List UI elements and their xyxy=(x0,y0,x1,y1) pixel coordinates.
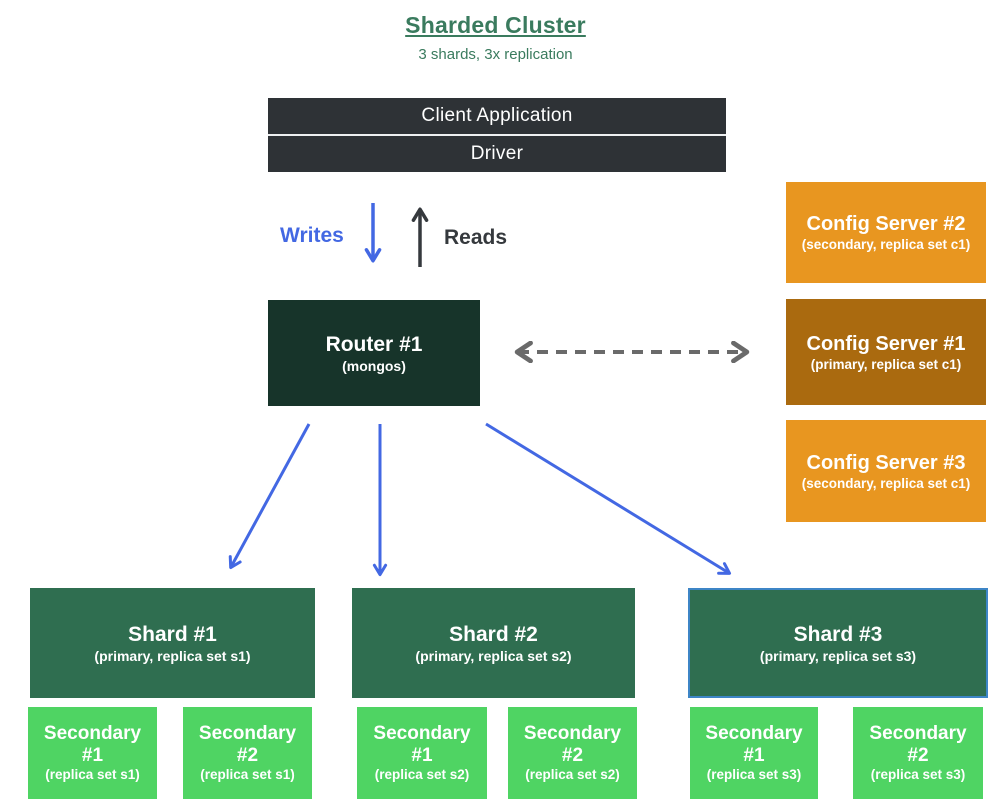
secondary-name: Secondary xyxy=(523,723,622,745)
shard-name: Shard #2 xyxy=(449,622,538,646)
secondary-name: Secondary xyxy=(869,723,967,745)
secondary-detail: (replica set s2) xyxy=(525,767,620,783)
shard-name: Shard #3 xyxy=(793,622,883,646)
router-to-shard-3-arrow xyxy=(485,422,732,575)
shard-3-box: Shard #3 (primary, replica set s3) xyxy=(688,588,988,698)
router-to-shard-1-arrow xyxy=(228,423,311,570)
router-name: Router #1 xyxy=(325,332,423,356)
client-divider xyxy=(268,134,726,136)
config-server-detail: (primary, replica set c1) xyxy=(810,356,962,372)
secondary-s2-1-box: Secondary #1 (replica set s2) xyxy=(357,707,487,799)
secondary-number: #2 xyxy=(561,745,584,767)
secondary-s3-1-box: Secondary #1 (replica set s3) xyxy=(690,707,818,799)
secondary-s1-1-box: Secondary #1 (replica set s1) xyxy=(28,707,157,799)
shard-detail: (primary, replica set s3) xyxy=(759,647,917,664)
secondary-detail: (replica set s3) xyxy=(706,767,802,783)
secondary-detail: (replica set s1) xyxy=(200,767,295,783)
secondary-number: #1 xyxy=(411,745,433,767)
shard-name: Shard #1 xyxy=(128,622,217,646)
shard-2-box: Shard #2 (primary, replica set s2) xyxy=(352,588,635,698)
router-detail: (mongos) xyxy=(342,357,406,374)
shard-1-box: Shard #1 (primary, replica set s1) xyxy=(30,588,315,698)
secondary-number: #1 xyxy=(81,745,104,767)
secondary-detail: (replica set s3) xyxy=(870,767,966,783)
driver-row: Driver xyxy=(470,143,524,164)
client-application-row: Client Application xyxy=(421,105,573,126)
secondary-name: Secondary xyxy=(43,723,142,745)
secondary-name: Secondary xyxy=(373,723,471,745)
config-server-1-box: Config Server #1 (primary, replica set c… xyxy=(786,299,986,405)
secondary-detail: (replica set s2) xyxy=(374,767,470,783)
config-server-name: Config Server #3 xyxy=(806,451,966,474)
secondary-name: Secondary xyxy=(705,723,803,745)
secondary-s3-2-box: Secondary #2 (replica set s3) xyxy=(853,707,983,799)
diagram-title: Sharded Cluster xyxy=(405,12,586,38)
secondary-s2-2-box: Secondary #2 (replica set s2) xyxy=(508,707,637,799)
config-server-detail: (secondary, replica set c1) xyxy=(801,475,971,491)
config-server-detail: (secondary, replica set c1) xyxy=(801,237,971,252)
reads-label: Reads xyxy=(444,226,508,249)
config-server-name: Config Server #2 xyxy=(806,213,966,235)
secondary-number: #2 xyxy=(236,745,259,767)
secondary-s1-2-box: Secondary #2 (replica set s1) xyxy=(183,707,312,799)
router-box: Router #1 (mongos) xyxy=(268,300,480,406)
secondary-number: #1 xyxy=(743,745,765,767)
secondary-detail: (replica set s1) xyxy=(45,767,140,783)
writes-label: Writes xyxy=(280,224,344,247)
config-server-3-box: Config Server #3 (secondary, replica set… xyxy=(786,420,986,522)
config-server-name: Config Server #1 xyxy=(806,332,966,355)
diagram-subtitle: 3 shards, 3x replication xyxy=(418,46,573,63)
shard-detail: (primary, replica set s1) xyxy=(94,647,251,664)
secondary-number: #2 xyxy=(907,745,929,767)
config-server-2-box: Config Server #2 (secondary, replica set… xyxy=(786,182,986,283)
secondary-name: Secondary xyxy=(198,723,297,745)
shard-detail: (primary, replica set s2) xyxy=(415,647,572,664)
client-application-box: Client Application Driver xyxy=(268,98,726,172)
